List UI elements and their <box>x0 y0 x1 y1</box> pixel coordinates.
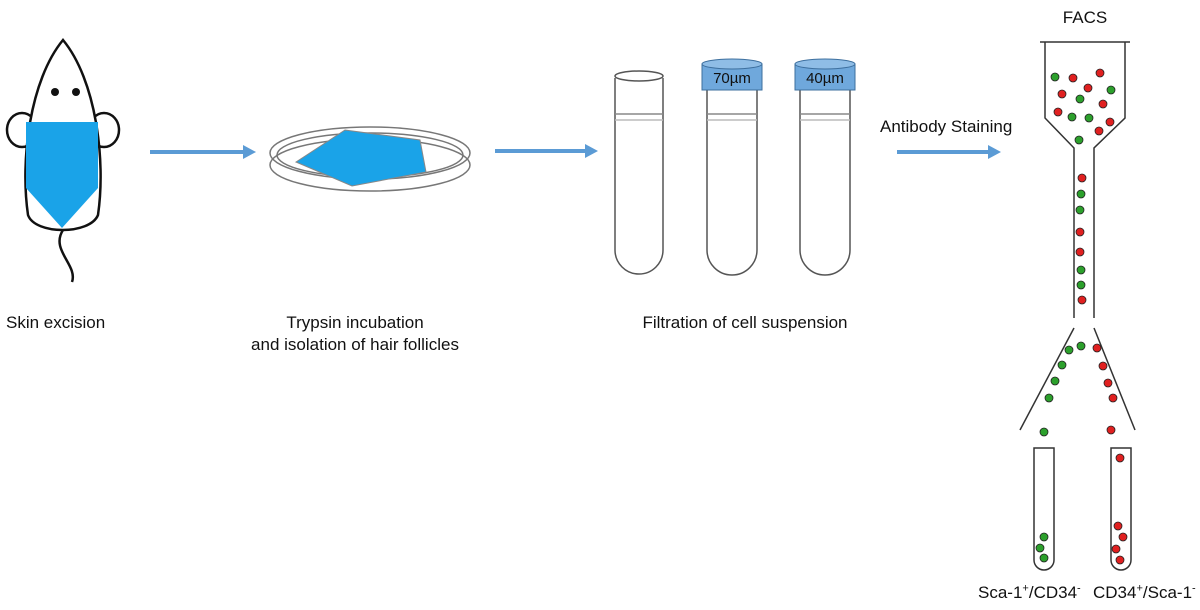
filter-cap-40 <box>794 58 856 91</box>
cell-red <box>1105 117 1115 127</box>
arrow-2 <box>495 144 598 158</box>
cell-green <box>1076 189 1086 199</box>
label-trypsin-line2: and isolation of hair follicles <box>251 335 459 354</box>
label-trypsin-line1: Trypsin incubation <box>286 313 424 332</box>
cell-red <box>1075 247 1085 257</box>
label-output-right: CD34+/Sca-1- <box>1093 582 1196 602</box>
arrow-1 <box>150 145 256 159</box>
collection-tube-left <box>1033 447 1055 571</box>
cell-red <box>1075 227 1085 237</box>
cell-red <box>1118 532 1128 542</box>
skin-sample <box>294 129 427 187</box>
cell-green <box>1039 553 1049 563</box>
cell-green <box>1035 543 1045 553</box>
cell-green <box>1064 345 1074 355</box>
cell-green <box>1106 85 1116 95</box>
cell-red <box>1113 521 1123 531</box>
cell-red <box>1115 453 1125 463</box>
cell-green <box>1074 135 1084 145</box>
cell-green <box>1039 427 1049 437</box>
cell-red <box>1098 99 1108 109</box>
cell-red <box>1095 68 1105 78</box>
label-antibody-staining: Antibody Staining <box>880 117 1013 136</box>
cell-green <box>1067 112 1077 122</box>
cell-red <box>1077 295 1087 305</box>
cell-red <box>1068 73 1078 83</box>
label-facs: FACS <box>1062 8 1108 27</box>
mouse-eye-left <box>51 88 59 96</box>
cell-green <box>1050 72 1060 82</box>
cell-red <box>1083 83 1093 93</box>
cell-red <box>1111 544 1121 554</box>
cell-red <box>1103 378 1113 388</box>
skin-excision-patch <box>26 122 98 228</box>
cell-red <box>1115 555 1125 565</box>
label-filtration: Filtration of cell suspension <box>642 313 848 332</box>
filter-label-70: 70µm <box>713 70 751 87</box>
cell-red <box>1108 393 1118 403</box>
cell-red <box>1057 89 1067 99</box>
label-output-left: Sca-1+/CD34- <box>978 582 1081 602</box>
cell-green <box>1050 376 1060 386</box>
arrow-3 <box>897 145 1001 159</box>
cell-red <box>1106 425 1116 435</box>
filter-cap-70 <box>701 58 763 91</box>
cell-green <box>1057 360 1067 370</box>
cell-red <box>1094 126 1104 136</box>
test-tube-3 <box>799 90 851 276</box>
label-skin-excision: Skin excision <box>6 313 106 332</box>
cell-green <box>1039 532 1049 542</box>
facs-funnel <box>1019 41 1136 431</box>
cell-red <box>1053 107 1063 117</box>
test-tube-1 <box>614 70 664 275</box>
mouse-eye-right <box>72 88 80 96</box>
cell-green <box>1075 205 1085 215</box>
filter-label-40: 40µm <box>806 70 844 87</box>
cell-green <box>1076 265 1086 275</box>
test-tube-2 <box>706 90 758 276</box>
cell-red <box>1077 173 1087 183</box>
cells <box>1035 68 1128 565</box>
cell-red <box>1098 361 1108 371</box>
cell-green <box>1076 341 1086 351</box>
cell-green <box>1044 393 1054 403</box>
cell-green <box>1075 94 1085 104</box>
cell-green <box>1076 280 1086 290</box>
cell-green <box>1084 113 1094 123</box>
cell-red <box>1092 343 1102 353</box>
